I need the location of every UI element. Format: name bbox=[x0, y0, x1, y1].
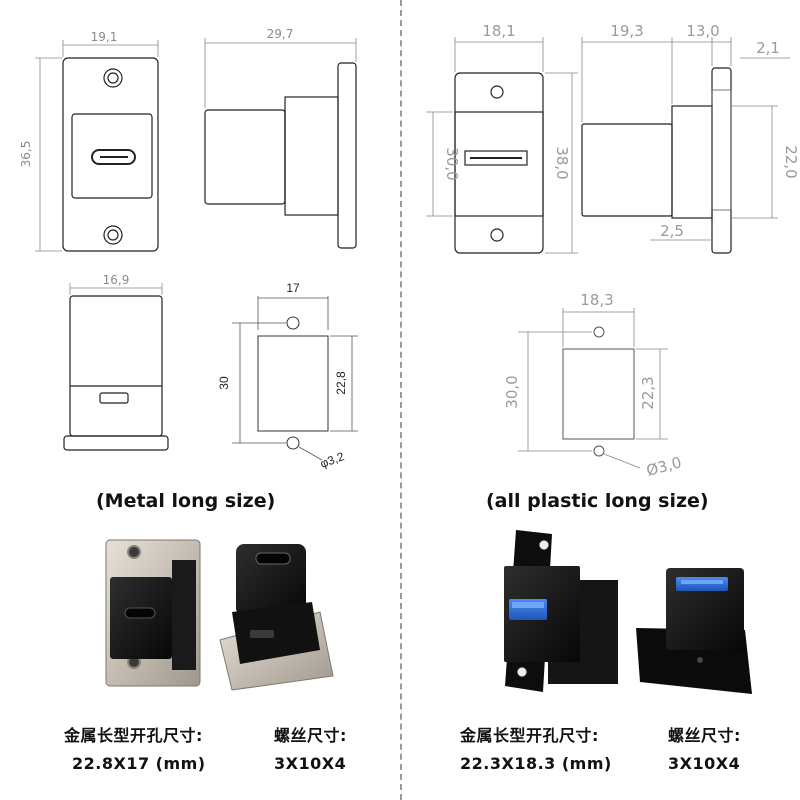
metal-front-photo bbox=[105, 539, 201, 687]
metal-screw-spec-label: 螺丝尺寸: bbox=[274, 726, 347, 745]
plastic-caption: (all plastic long size) bbox=[486, 490, 709, 512]
plastic-hole-diameter-label: Ø3,0 bbox=[644, 453, 683, 480]
plastic-front-inner-height-label: 30,0 bbox=[443, 147, 461, 180]
plastic-cutout-drawing bbox=[518, 308, 668, 469]
metal-front-width-label: 19,1 bbox=[91, 30, 118, 44]
plastic-screw-spec-label: 螺丝尺寸: bbox=[668, 726, 741, 745]
metal-side-length-label: 29,7 bbox=[267, 27, 294, 41]
plastic-screw-spec-value: 3X10X4 bbox=[668, 754, 741, 773]
plastic-side-view bbox=[581, 67, 732, 254]
plastic-side-body-label: 19,3 bbox=[610, 22, 643, 40]
plastic-side-thickness-label: 2,1 bbox=[756, 39, 780, 57]
metal-cutout-height-label: 30 bbox=[217, 376, 231, 390]
plastic-angled-photo bbox=[636, 568, 752, 694]
plastic-cutout-height-label: 30,0 bbox=[503, 375, 521, 408]
metal-front-height-label: 36,5 bbox=[19, 141, 33, 168]
plastic-cutout-spec-value: 22.3X18.3 (mm) bbox=[460, 754, 612, 773]
metal-cutout-drawing bbox=[232, 296, 358, 461]
metal-cutout-spec-label: 金属长型开孔尺寸: bbox=[64, 726, 203, 745]
plastic-front-dimensions bbox=[426, 37, 578, 254]
metal-angled-photo bbox=[219, 544, 334, 691]
plastic-front-width-label: 18,1 bbox=[482, 22, 515, 40]
metal-top-view bbox=[63, 295, 169, 451]
metal-cutout-spec-value: 22.8X17 (mm) bbox=[72, 754, 206, 773]
metal-top-width-label: 16,9 bbox=[103, 273, 130, 287]
metal-cutout-inner-height-label: 22,8 bbox=[334, 371, 348, 395]
plastic-cutout-width-label: 18,3 bbox=[580, 291, 613, 309]
plastic-side-dimensions bbox=[581, 37, 790, 241]
metal-caption: (Metal long size) bbox=[96, 490, 276, 512]
metal-screw-spec-value: 3X10X4 bbox=[274, 754, 347, 773]
metal-hole-diameter-label: φ3,2 bbox=[318, 449, 346, 471]
metal-front-dimensions bbox=[35, 40, 159, 252]
metal-cutout-width-label: 17 bbox=[286, 281, 300, 295]
plastic-side-flange-label: 13,0 bbox=[686, 22, 719, 40]
plastic-front-photo bbox=[504, 530, 618, 692]
metal-front-view bbox=[62, 57, 159, 252]
plastic-front-height-label: 38,0 bbox=[553, 146, 571, 179]
plastic-side-height-label: 22,0 bbox=[782, 145, 800, 178]
metal-top-dimensions bbox=[69, 283, 163, 295]
plastic-cutout-spec-label: 金属长型开孔尺寸: bbox=[460, 726, 599, 745]
metal-side-dimensions bbox=[204, 38, 357, 108]
plastic-front-view bbox=[454, 72, 544, 254]
plastic-cutout-inner-height-label: 22,3 bbox=[639, 376, 657, 409]
metal-side-view bbox=[204, 62, 357, 249]
panel-divider bbox=[400, 0, 402, 800]
plastic-side-step-label: 2,5 bbox=[660, 222, 684, 240]
